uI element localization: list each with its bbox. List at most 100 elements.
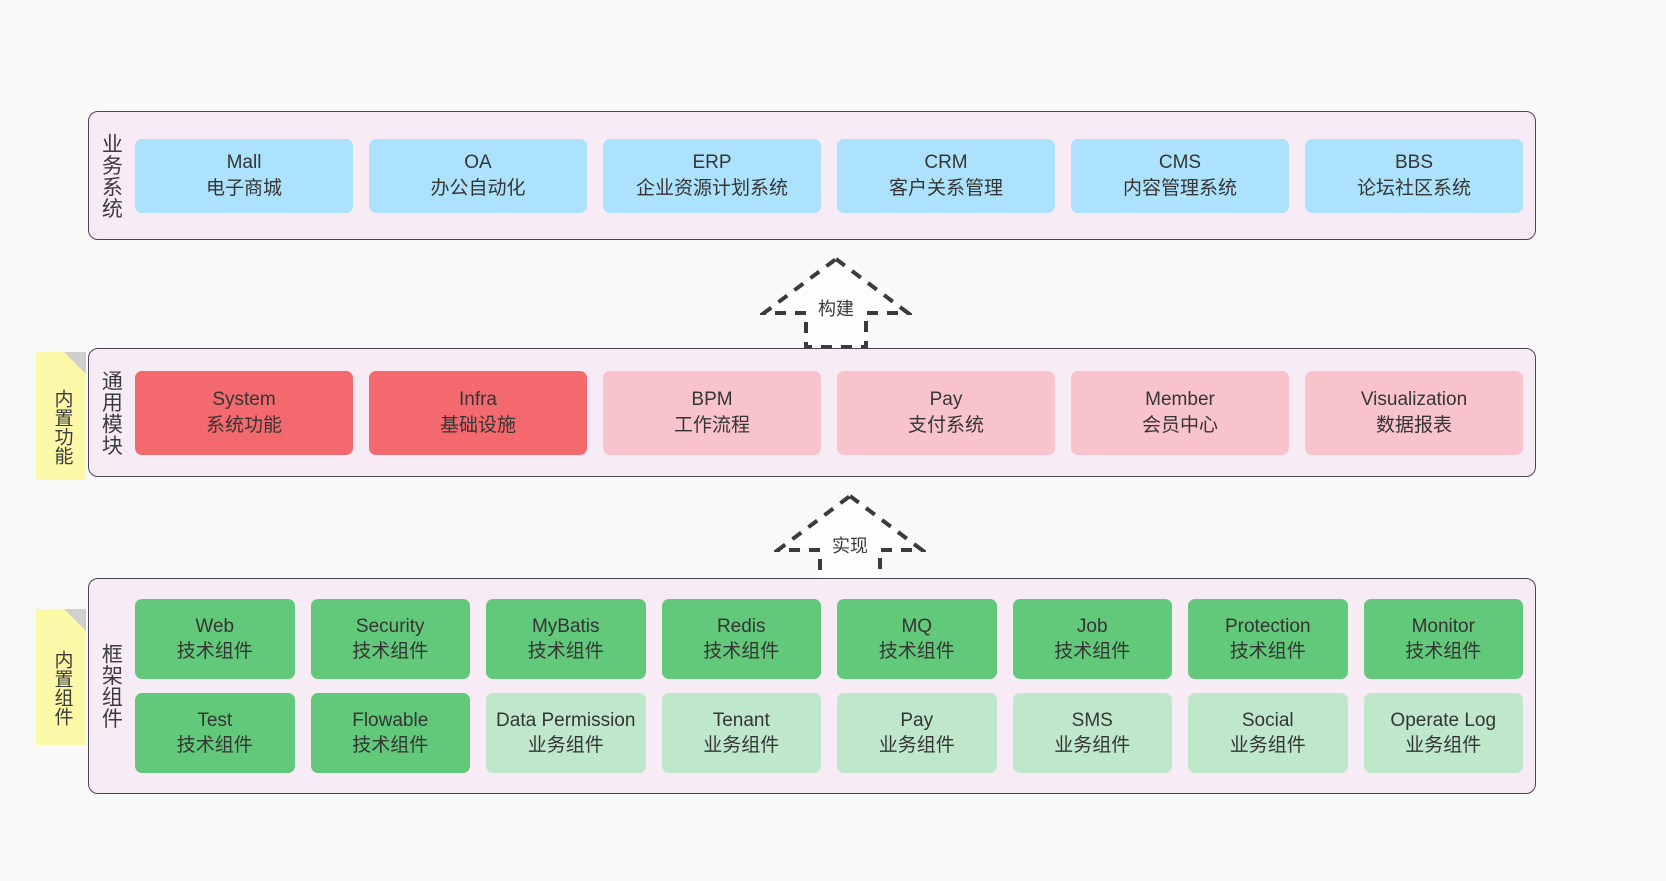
card-subtitle: 支付系统 [907,414,984,436]
card-title: BPM [691,389,733,411]
card-mq[interactable]: MQ 技术组件 [837,599,997,679]
card-title: System [212,389,276,411]
note-label: 内置组件 [51,650,73,726]
card-mybatis[interactable]: MyBatis 技术组件 [486,599,646,679]
card-subtitle: 技术组件 [352,641,429,662]
card-title: Protection [1224,615,1311,637]
card-erp[interactable]: ERP 企业资源计划系统 [603,138,821,213]
card-crm[interactable]: CRM 客户关系管理 [837,138,1055,213]
framework-tech-row: Web 技术组件 Security 技术组件 MyBatis 技术组件 Redi… [135,599,1523,679]
layer-title-common-module: 通用模块 [99,369,123,456]
arrow-implement: 实现 [774,492,926,588]
card-security[interactable]: Security 技术组件 [310,599,470,679]
card-subtitle: 技术组件 [1229,641,1306,662]
card-bpm[interactable]: BPM 工作流程 [603,370,821,455]
note-fold-corner-icon [64,352,86,374]
layer-framework-component: 框架组件 Web 技术组件 Security 技术组件 MyBatis 技术组件… [88,578,1536,794]
card-system[interactable]: System 系统功能 [135,370,353,455]
card-title: Pay [900,709,934,731]
card-title: Tenant [712,709,770,731]
card-title: CMS [1158,152,1202,174]
card-title: BBS [1394,152,1434,174]
card-title: OA [464,152,492,174]
card-cms[interactable]: CMS 内容管理系统 [1071,138,1289,213]
card-visualization[interactable]: Visualization 数据报表 [1305,370,1523,455]
card-subtitle: 数据报表 [1375,414,1452,436]
card-title: Data Permission [496,709,636,731]
card-subtitle: 技术组件 [703,641,780,662]
card-subtitle: 业务组件 [1229,735,1306,756]
card-title: CRM [924,152,968,174]
card-subtitle: 会员中心 [1141,414,1218,436]
card-pay[interactable]: Pay 支付系统 [837,370,1055,455]
card-subtitle: 技术组件 [176,735,253,756]
card-member[interactable]: Member 会员中心 [1071,370,1289,455]
card-bbs[interactable]: BBS 论坛社区系统 [1305,138,1523,213]
card-subtitle: 客户关系管理 [888,177,1003,199]
card-flowable[interactable]: Flowable 技术组件 [310,693,470,773]
card-web[interactable]: Web 技术组件 [135,599,295,679]
card-title: MQ [901,615,933,637]
card-subtitle: 基础设施 [439,414,516,436]
card-subtitle: 技术组件 [1054,641,1131,662]
card-title: ERP [692,152,732,174]
card-subtitle: 工作流程 [673,414,750,436]
note-label: 内置功能 [51,389,73,465]
card-oa[interactable]: OA 办公自动化 [369,138,587,213]
card-subtitle: 系统功能 [205,414,282,436]
arrow-implement-label: 实现 [832,536,868,556]
card-subtitle: 内容管理系统 [1122,177,1237,199]
card-redis[interactable]: Redis 技术组件 [661,599,821,679]
card-test[interactable]: Test 技术组件 [135,693,295,773]
arrow-build-label: 构建 [818,299,854,319]
card-operate-log[interactable]: Operate Log 业务组件 [1363,693,1523,773]
arrow-implement-icon [774,493,926,586]
card-title: Operate Log [1390,709,1497,731]
card-title: Job [1076,615,1108,637]
card-subtitle: 业务组件 [703,735,780,756]
layer-common-module: 通用模块 System 系统功能 Infra 基础设施 BPM 工作流程 Pay… [88,348,1536,477]
note-fold-corner-icon [64,609,86,631]
card-tenant[interactable]: Tenant 业务组件 [661,693,821,773]
card-infra[interactable]: Infra 基础设施 [369,370,587,455]
framework-business-row: Test 技术组件 Flowable 技术组件 Data Permission … [135,693,1523,773]
card-title: Mall [226,152,262,174]
card-title: Test [197,709,233,731]
card-subtitle: 技术组件 [176,641,253,662]
card-monitor[interactable]: Monitor 技术组件 [1363,599,1523,679]
card-title: SMS [1071,709,1113,731]
card-job[interactable]: Job 技术组件 [1012,599,1172,679]
card-title: Security [355,615,425,637]
card-sms[interactable]: SMS 业务组件 [1012,693,1172,773]
card-mall[interactable]: Mall 电子商城 [135,138,353,213]
card-title: Pay [929,389,963,411]
card-title: Web [195,615,235,637]
card-subtitle: 论坛社区系统 [1356,177,1471,199]
layer-title-business-system: 业务系统 [99,132,123,219]
card-pay-business[interactable]: Pay 业务组件 [837,693,997,773]
card-title: Redis [716,615,766,637]
layer-body-common-module: System 系统功能 Infra 基础设施 BPM 工作流程 Pay 支付系统… [131,349,1535,476]
card-data-permission[interactable]: Data Permission 业务组件 [486,693,646,773]
card-title: Flowable [352,709,429,731]
card-subtitle: 技术组件 [352,735,429,756]
card-title: Member [1145,389,1215,411]
card-subtitle: 办公自动化 [430,177,526,199]
card-social[interactable]: Social 业务组件 [1188,693,1348,773]
card-subtitle: 技术组件 [1405,641,1482,662]
arrow-build-icon [760,256,912,349]
note-builtin-component: 内置组件 [36,609,86,745]
card-subtitle: 业务组件 [527,735,604,756]
card-title: MyBatis [531,615,600,637]
card-title: Infra [458,389,498,411]
layer-title-framework-component: 框架组件 [99,643,123,729]
layer-body-framework-component: Web 技术组件 Security 技术组件 MyBatis 技术组件 Redi… [131,579,1535,793]
card-title: Social [1241,709,1294,731]
card-subtitle: 企业资源计划系统 [635,177,788,199]
card-subtitle: 技术组件 [527,641,604,662]
card-title: Visualization [1360,389,1468,411]
arrow-build: 构建 [760,255,912,351]
card-subtitle: 业务组件 [1054,735,1131,756]
card-protection[interactable]: Protection 技术组件 [1188,599,1348,679]
card-subtitle: 技术组件 [878,641,955,662]
